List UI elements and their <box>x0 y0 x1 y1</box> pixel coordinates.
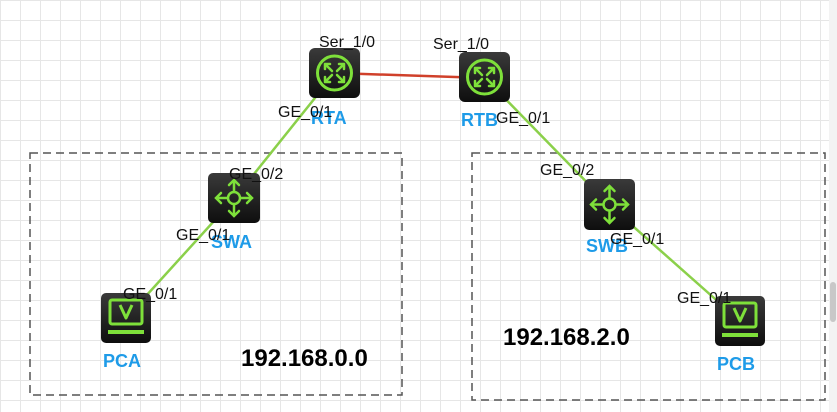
subnet-box-left <box>29 152 403 396</box>
port-label-rtb-serial: Ser_1/0 <box>433 36 489 53</box>
switch-swa[interactable] <box>208 173 260 223</box>
vertical-scrollbar[interactable] <box>829 0 837 412</box>
port-label-swb-down: GE_0/1 <box>610 231 664 248</box>
pc-icon <box>722 301 758 337</box>
router-icon <box>466 58 503 96</box>
router-icon <box>316 54 353 92</box>
pc-pcb[interactable] <box>715 296 765 346</box>
pc-pca[interactable] <box>101 293 151 343</box>
subnet-label-left: 192.168.0.0 <box>241 345 368 372</box>
port-label-rta-ge: GE_0/1 <box>278 104 332 121</box>
switch-swb[interactable] <box>584 179 635 230</box>
port-label-rtb-ge: GE_0/1 <box>496 110 550 127</box>
port-label-swa-down: GE_0/1 <box>176 227 230 244</box>
device-name-rtb: RTB <box>461 110 498 130</box>
subnet-box-right <box>471 152 826 401</box>
scrollbar-thumb[interactable] <box>830 282 836 322</box>
device-name-swb: SWB <box>586 236 628 256</box>
router-rta[interactable] <box>309 48 360 98</box>
device-name-rta: RTA <box>311 108 347 128</box>
port-label-pca: GE_0/1 <box>123 286 177 303</box>
port-label-swa-up: GE_0/2 <box>229 166 283 183</box>
device-name-swa: SWA <box>211 232 252 252</box>
switch-icon <box>214 178 254 218</box>
port-label-rta-serial: Ser_1/0 <box>319 34 375 51</box>
port-label-pcb: GE_0/1 <box>677 290 731 307</box>
router-rtb[interactable] <box>459 52 510 102</box>
switch-icon <box>589 184 630 225</box>
device-name-pcb: PCB <box>717 354 755 374</box>
subnet-label-right: 192.168.2.0 <box>503 324 630 351</box>
device-name-pca: PCA <box>103 351 141 371</box>
pc-icon <box>108 298 144 334</box>
port-label-swb-up: GE_0/2 <box>540 162 594 179</box>
